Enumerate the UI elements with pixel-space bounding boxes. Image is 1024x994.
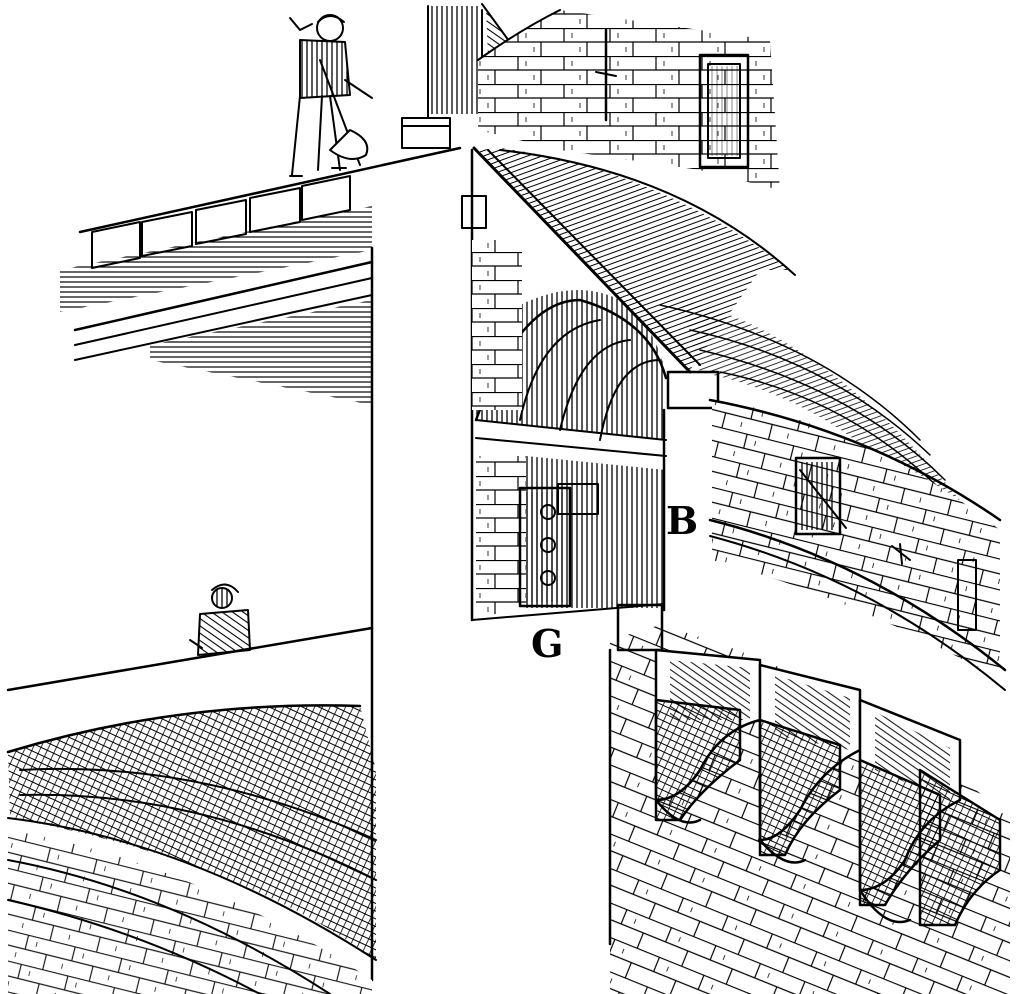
label-g: G [531,621,564,666]
upper-walkway [60,117,462,405]
alcove-doorway [476,408,666,614]
lower-figure [189,583,251,656]
lower-floor-edge [6,626,374,692]
lower-left-vault [6,704,377,994]
tower-wall [477,9,780,190]
label-b: B [666,498,699,543]
upper-figure [289,14,373,177]
lower-right-wall [608,603,1010,994]
right-curved-wall [708,398,1007,691]
vault-alcove [472,240,668,457]
